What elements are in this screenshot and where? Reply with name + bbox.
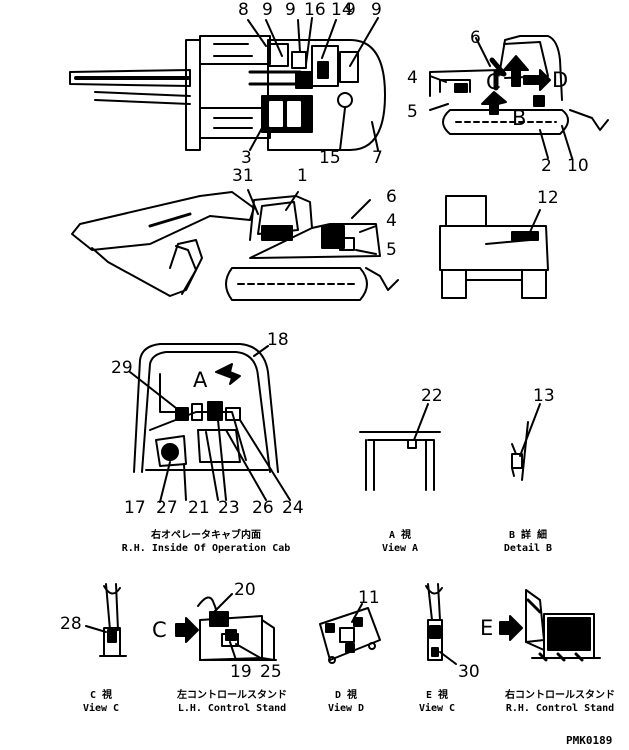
detail-b-drawing	[511, 403, 541, 481]
callout-10: 10	[567, 156, 589, 176]
callout-14: 14	[331, 0, 353, 20]
side-view-arrows-drawing	[429, 35, 609, 159]
rear-view-drawing	[439, 195, 549, 299]
caption-cab-jp: 右オペレータキャブ内面	[151, 530, 261, 541]
callout-9: 9	[345, 0, 356, 20]
arrow-label-c: C	[152, 618, 167, 642]
callout-3: 3	[241, 148, 252, 168]
arrow-label-d: D	[552, 68, 569, 92]
caption-view-e-jp: E 視	[425, 690, 449, 701]
callout-21: 21	[188, 498, 210, 518]
callout-28: 28	[60, 614, 82, 634]
lh-control-stand-drawing	[175, 593, 277, 661]
callout-30: 30	[458, 662, 480, 682]
view-a-drawing	[359, 403, 441, 491]
caption-rh-stand-en: R.H. Control Stand	[505, 703, 615, 714]
callout-9: 9	[371, 0, 382, 20]
callout-18: 18	[267, 330, 289, 350]
callout-7: 7	[372, 148, 383, 168]
callout-26: 26	[252, 498, 274, 518]
view-label-a: A	[193, 368, 208, 392]
cab-interior-drawing	[129, 343, 291, 503]
view-d-drawing	[319, 603, 381, 664]
callout-16: 16	[304, 0, 326, 20]
callout-17: 17	[124, 498, 146, 518]
callout-15: 15	[319, 148, 341, 168]
arrow-label-c: C	[486, 70, 501, 94]
caption-cab-en: R.H. Inside Of Operation Cab	[121, 543, 291, 554]
callout-11: 11	[358, 588, 380, 608]
callout-4: 4	[386, 211, 397, 231]
callout-20: 20	[234, 580, 256, 600]
callout-31: 31	[232, 166, 254, 186]
caption-view-d-jp: D 視	[334, 690, 358, 701]
rh-control-stand-drawing	[499, 589, 601, 662]
view-e-drawing	[425, 583, 457, 665]
callout-29: 29	[111, 358, 133, 378]
view-c-drawing	[85, 583, 127, 657]
caption-detail-b-en: Detail B	[503, 543, 553, 554]
callout-6: 6	[470, 28, 481, 48]
caption-view-a-jp: A 視	[388, 530, 412, 541]
callout-12: 12	[537, 188, 559, 208]
detail-label-b: B	[512, 106, 527, 130]
callout-23: 23	[218, 498, 240, 518]
callout-19: 19	[230, 662, 252, 682]
arrow-label-e: E	[480, 616, 494, 640]
callout-22: 22	[421, 386, 443, 406]
callout-9: 9	[262, 0, 273, 20]
callout-8: 8	[238, 0, 249, 20]
callout-5: 5	[407, 102, 418, 122]
caption-view-d-en: View D	[327, 703, 365, 714]
callout-25: 25	[260, 662, 282, 682]
callout-5: 5	[386, 240, 397, 260]
side-elevation-drawing	[71, 189, 399, 301]
callout-2: 2	[541, 156, 552, 176]
drawing-code: PMK0189	[566, 734, 613, 747]
caption-lh-stand-jp: 左コントロールスタンド	[177, 690, 287, 701]
caption-view-e-en: View C	[418, 703, 456, 714]
callout-24: 24	[282, 498, 304, 518]
caption-view-c-en: View C	[82, 703, 120, 714]
caption-rh-stand-jp: 右コントロールスタンド	[505, 690, 615, 701]
callout-6: 6	[386, 187, 397, 207]
callout-9: 9	[285, 0, 296, 20]
caption-view-c-jp: C 視	[89, 690, 113, 701]
caption-lh-stand-en: L.H. Control Stand	[177, 703, 287, 714]
callout-27: 27	[156, 498, 178, 518]
caption-detail-b-jp: B 詳 細	[508, 530, 548, 541]
callout-13: 13	[533, 386, 555, 406]
callout-1: 1	[297, 166, 308, 186]
caption-view-a-en: View A	[381, 543, 419, 554]
top-view-drawing	[69, 17, 386, 151]
callout-4: 4	[407, 68, 418, 88]
